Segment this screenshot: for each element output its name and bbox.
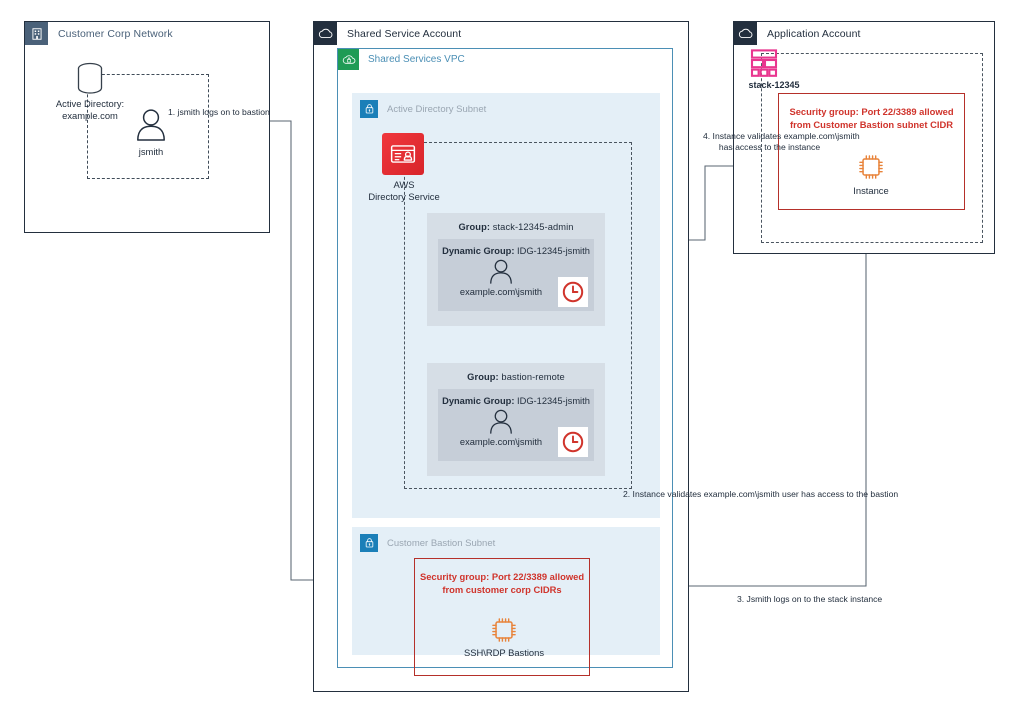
flow-step-1-label: 1. jsmith logs on to bastion (168, 107, 270, 117)
dynamic-group-name: IDG-12345-jsmith (517, 246, 590, 256)
aws-directory-service-label-line2: Directory Service (368, 191, 440, 202)
application-account-panel: Application Account stack-12345 Security… (733, 21, 995, 254)
group-user-icon-wrap (438, 258, 594, 286)
shared-service-account-header: Shared Service Account (314, 22, 461, 45)
bastion-security-group-line2: from customer corp CIDRs (442, 584, 562, 595)
customer-corp-network-title: Customer Corp Network (58, 27, 173, 40)
application-account-title: Application Account (767, 27, 861, 40)
group-name: stack-12345-admin (492, 222, 574, 232)
customer-bastion-subnet-header: Customer Bastion Subnet (360, 534, 495, 552)
application-security-group-line1: Security group: Port 22/3389 allowed (789, 106, 954, 117)
dynamic-group-panel-bastion-remote: Dynamic Group: IDG-12345-jsmith example.… (438, 389, 594, 461)
jsmith-label: jsmith (138, 146, 164, 157)
shared-services-vpc-panel: Shared Services VPC Active Directory Sub… (337, 48, 673, 676)
active-directory-label-line2: example.com (62, 110, 118, 121)
shared-services-vpc-header: Shared Services VPC (338, 49, 465, 70)
group-panel-stack-admin: Group: stack-12345-admin Dynamic Group: … (427, 213, 605, 326)
cloud-account-icon (314, 22, 337, 45)
ssh-rdp-bastion-chip-icon (489, 615, 519, 645)
subnet-padlock-icon (360, 100, 378, 118)
aws-directory-service-label-line1: AWS (393, 179, 415, 190)
group-user-icon-wrap (438, 408, 594, 436)
shared-services-vpc-title: Shared Services VPC (368, 54, 465, 65)
active-directory-cylinder (73, 61, 107, 97)
cloud-account-icon (734, 22, 757, 45)
clock-icon (558, 277, 588, 307)
shared-service-account-title: Shared Service Account (347, 27, 462, 40)
application-account-header: Application Account (734, 22, 861, 45)
customer-corp-network-panel: Customer Corp Network Active Directory: … (24, 21, 270, 233)
group-name: bastion-remote (501, 372, 565, 382)
active-directory-label-line1: Active Directory: (55, 98, 125, 109)
group-prefix: Group: (458, 222, 491, 232)
ad-dashed-boundary (404, 142, 632, 489)
application-instance-chip-icon (856, 152, 886, 182)
customer-bastion-subnet-title: Customer Bastion Subnet (387, 537, 496, 549)
group-panel-bastion-remote: Group: bastion-remote Dynamic Group: IDG… (427, 363, 605, 476)
group-user-label-stack-admin: example.com\jsmith (459, 287, 543, 297)
dynamic-group-panel-stack-admin: Dynamic Group: IDG-12345-jsmith example.… (438, 239, 594, 311)
active-directory-subnet-title: Active Directory Subnet (387, 103, 487, 115)
dynamic-group-prefix: Dynamic Group: (442, 246, 515, 256)
application-instance-label: Instance (853, 185, 889, 196)
flow-step-4-label-line1: 4. Instance validates example.com\jsmith (703, 131, 860, 141)
flow-step-4-label-line2: has access to the instance (718, 142, 821, 152)
dynamic-group-label-stack-admin: Dynamic Group: IDG-12345-jsmith (438, 239, 594, 256)
group-user-label-bastion-remote: example.com\jsmith (459, 437, 543, 447)
active-directory-subnet-header: Active Directory Subnet (360, 100, 486, 118)
shared-service-account-panel: Shared Service Account Shared Services V… (313, 21, 689, 692)
user-person-icon (490, 259, 512, 284)
building-icon (25, 22, 48, 45)
user-person-icon (490, 409, 512, 434)
group-label-bastion-remote: Group: bastion-remote (427, 363, 605, 382)
jsmith-user-icon (133, 107, 169, 143)
ssh-rdp-bastion-label: SSH\RDP Bastions (463, 647, 545, 658)
application-security-group-box: Security group: Port 22/3389 allowed fro… (778, 93, 965, 210)
application-security-group-line2: from Customer Bastion subnet CIDR (789, 119, 954, 130)
dynamic-group-name: IDG-12345-jsmith (517, 396, 590, 406)
dynamic-group-prefix: Dynamic Group: (442, 396, 515, 406)
vpc-cloud-lock-icon (338, 49, 359, 70)
subnet-padlock-icon (360, 534, 378, 552)
corp-ad-dashed-boundary (87, 74, 209, 179)
cloudformation-stack-icon (747, 48, 781, 80)
flow-step-3-label: 3. Jsmith logs on to the stack instance (737, 594, 883, 604)
customer-corp-network-header: Customer Corp Network (25, 22, 173, 45)
cloudformation-stack-label: stack-12345 (748, 80, 800, 90)
flow-step-2-label: 2. Instance validates example.com\jsmith… (623, 489, 899, 499)
group-prefix: Group: (467, 372, 499, 382)
bastion-security-group-box: Security group: Port 22/3389 allowed fro… (414, 558, 590, 676)
active-directory-subnet-panel: Active Directory Subnet (352, 93, 660, 518)
dynamic-group-label-bastion-remote: Dynamic Group: IDG-12345-jsmith (438, 389, 594, 406)
group-label-stack-admin: Group: stack-12345-admin (427, 213, 605, 232)
customer-bastion-subnet-panel: Customer Bastion Subnet Security group: … (352, 527, 660, 676)
bastion-security-group-line1: Security group: Port 22/3389 allowed (419, 571, 585, 582)
application-stack-dashed-boundary (761, 53, 983, 243)
clock-icon (558, 427, 588, 457)
aws-directory-service-icon (382, 133, 424, 175)
